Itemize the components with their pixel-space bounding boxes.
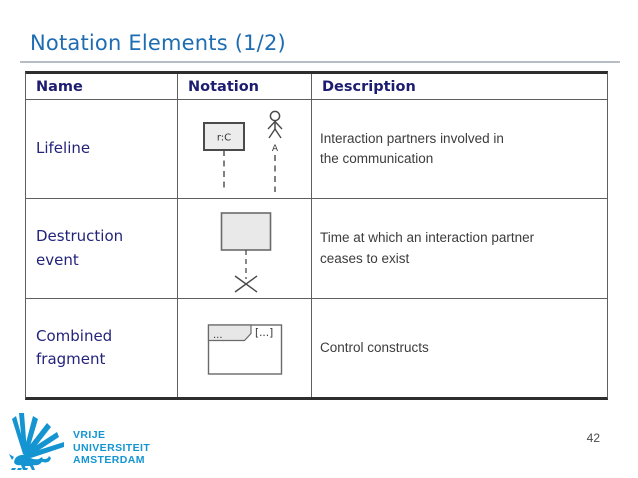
column-header-notation: Notation: [178, 74, 312, 100]
wordmark-line: AMSTERDAM: [73, 454, 145, 466]
table-row-lifeline-description: Interaction partners involved in the com…: [312, 100, 607, 199]
slide-title: Notation Elements (1/2): [30, 31, 286, 55]
fragment-guard-label: [...]: [255, 327, 273, 339]
wordmark-line: VRIJE: [73, 429, 106, 441]
actor-icon: [267, 110, 283, 139]
combined-fragment-notation-cell: ... [...]: [178, 299, 312, 397]
table-row-destruction-description: Time at which an interaction partner cea…: [312, 199, 607, 299]
vu-griffin-logo-icon: [9, 413, 64, 470]
column-header-description: Description: [312, 74, 607, 100]
destruction-cross-icon: [234, 275, 258, 293]
university-wordmark: VRIJE UNIVERSITEIT AMSTERDAM: [73, 429, 150, 467]
lifeline-actor-label: A: [272, 144, 279, 154]
title-underline: [20, 61, 620, 63]
combined-fragment-diagram-icon: ... [...]: [207, 324, 283, 375]
wordmark-line: UNIVERSITEIT: [73, 441, 151, 454]
lifeline-object-label: r:C: [217, 133, 231, 144]
lifeline-notation-cell: r:C A: [178, 100, 312, 199]
destruction-event-diagram-icon: [220, 212, 272, 293]
lifeline-diagram-icon: r:C A: [203, 110, 283, 192]
page-number: 42: [586, 431, 600, 445]
table-row-destruction-name: Destruction event: [26, 199, 178, 299]
table-row-combined-description: Control constructs: [320, 339, 429, 355]
destruction-notation-cell: [178, 199, 312, 299]
notation-table: Name Notation Description Lifeline r:C A: [25, 71, 608, 400]
fragment-operator-label: ...: [213, 330, 223, 341]
table-row-combined-name: Combined fragment: [26, 299, 178, 397]
table-row-lifeline-name: Lifeline: [26, 100, 178, 199]
column-header-name: Name: [26, 74, 178, 100]
